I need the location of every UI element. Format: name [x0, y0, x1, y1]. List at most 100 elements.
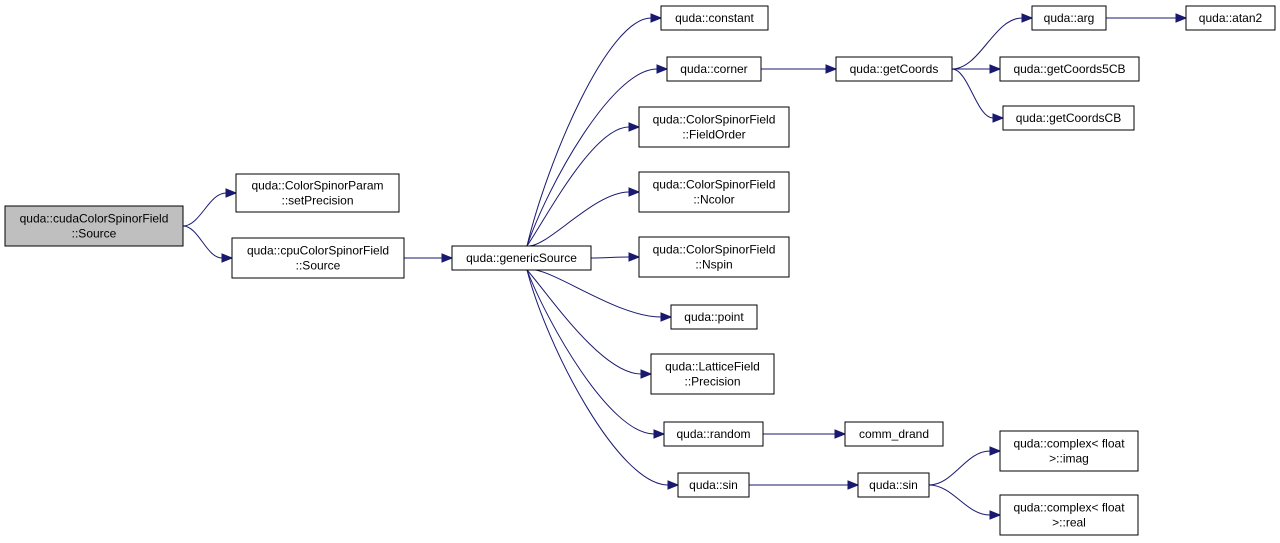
node-label: quda::cpuColorSpinorField: [247, 244, 389, 258]
node-box: [1031, 5, 1107, 31]
node-label: quda::point: [684, 310, 744, 324]
edge-line: [526, 68, 658, 247]
arrowhead: [825, 64, 838, 74]
edge-line: [182, 225, 223, 259]
node-box: [451, 245, 592, 271]
node-label: quda::getCoordsCB: [1016, 111, 1121, 125]
node-genericSource[interactable]: quda::genericSource: [451, 245, 592, 271]
arrowhead: [989, 510, 1002, 520]
arrowhead: [667, 480, 680, 490]
edge-root-to-setPrecision: [182, 188, 238, 227]
node-label: quda::complex< float: [1013, 437, 1125, 451]
edge-genericSource-to-nspin: [590, 252, 641, 262]
node-box: [4, 205, 184, 247]
edge-genericSource-to-corner: [526, 64, 669, 247]
node-nspin[interactable]: quda::ColorSpinorField::Nspin: [638, 236, 790, 278]
edge-line: [590, 256, 630, 259]
node-box: [660, 5, 769, 31]
node-arg[interactable]: quda::arg: [1031, 5, 1107, 31]
node-label: quda::atan2: [1199, 11, 1263, 25]
arrowhead: [847, 480, 860, 490]
edge-line: [182, 192, 227, 227]
node-constant[interactable]: quda::constant: [660, 5, 769, 31]
edge-genericSource-to-random: [526, 269, 666, 439]
node-box: [1002, 105, 1135, 131]
node-random[interactable]: quda::random: [663, 421, 764, 447]
node-cpuSource[interactable]: quda::cpuColorSpinorField::Source: [231, 237, 405, 279]
node-label: quda::ColorSpinorParam: [251, 179, 383, 193]
node-label: quda::ColorSpinorField: [653, 243, 776, 257]
edge-line: [928, 450, 991, 486]
edge-getCoords-to-getCoords5CB: [952, 64, 1002, 74]
node-label: quda::corner: [680, 62, 747, 76]
node-label: quda::sin: [689, 478, 738, 492]
edge-sin2-to-real: [928, 484, 1002, 520]
node-atan2[interactable]: quda::atan2: [1185, 5, 1276, 31]
node-label: quda::ColorSpinorField: [653, 178, 776, 192]
edge-corner-to-getCoords: [761, 64, 838, 74]
node-sin2[interactable]: quda::sin: [857, 472, 930, 498]
node-box: [999, 56, 1140, 82]
edge-genericSource-to-precision: [526, 269, 653, 379]
node-label: ::Source: [296, 259, 341, 273]
node-label: ::Source: [72, 227, 117, 241]
arrowhead: [640, 369, 653, 379]
node-box: [999, 494, 1139, 536]
node-sin1[interactable]: quda::sin: [677, 472, 750, 498]
arrowhead: [992, 113, 1005, 123]
node-label: quda::cudaColorSpinorField: [20, 212, 169, 226]
node-label: quda::random: [676, 427, 750, 441]
node-label: quda::getCoords5CB: [1013, 62, 1125, 76]
edge-line: [526, 269, 669, 486]
node-label: ::setPrecision: [281, 194, 353, 208]
arrowhead: [650, 13, 663, 23]
node-layer: quda::cudaColorSpinorField::Sourcequda::…: [4, 5, 1276, 536]
edge-line: [526, 191, 630, 247]
node-precision[interactable]: quda::LatticeField::Precision: [650, 353, 775, 395]
edge-genericSource-to-sin1: [526, 269, 680, 490]
arrowhead: [628, 252, 641, 262]
edge-genericSource-to-fieldOrder: [526, 122, 641, 247]
arrowhead: [221, 253, 234, 263]
edge-root-to-cpuSource: [182, 225, 234, 263]
node-corner[interactable]: quda::corner: [666, 56, 762, 82]
node-getCoordsCB[interactable]: quda::getCoordsCB: [1002, 105, 1135, 131]
arrowhead: [653, 429, 666, 439]
edge-genericSource-to-constant: [526, 13, 663, 247]
node-root[interactable]: quda::cudaColorSpinorField::Source: [4, 205, 184, 247]
arrowhead: [441, 253, 454, 263]
node-point[interactable]: quda::point: [670, 304, 758, 330]
node-ncolor[interactable]: quda::ColorSpinorField::Ncolor: [638, 171, 790, 213]
edge-line: [526, 17, 652, 247]
node-box: [670, 304, 758, 330]
edge-line: [526, 269, 642, 375]
edge-random-to-commDrand: [763, 429, 847, 439]
node-label: ::Nspin: [695, 258, 732, 272]
node-fieldOrder[interactable]: quda::ColorSpinorField::FieldOrder: [638, 106, 790, 148]
node-box: [835, 56, 953, 82]
edge-arg-to-atan2: [1106, 13, 1188, 23]
node-real[interactable]: quda::complex< float>::real: [999, 494, 1139, 536]
node-setPrecision[interactable]: quda::ColorSpinorParam::setPrecision: [235, 173, 400, 213]
node-imag[interactable]: quda::complex< float>::imag: [999, 430, 1139, 472]
node-commDrand[interactable]: comm_drand: [844, 421, 944, 447]
node-box: [638, 171, 790, 213]
edge-getCoords-to-getCoordsCB: [951, 68, 1005, 123]
node-box: [650, 353, 775, 395]
edge-layer: [182, 13, 1188, 520]
edge-line: [951, 68, 994, 119]
edge-line: [526, 269, 655, 435]
node-label: quda::constant: [675, 11, 754, 25]
arrowhead: [989, 64, 1002, 74]
node-box: [663, 421, 764, 447]
node-label: quda::complex< float: [1013, 501, 1125, 515]
edge-sin2-to-imag: [928, 446, 1002, 486]
node-label: ::Precision: [684, 375, 740, 389]
node-box: [638, 236, 790, 278]
node-getCoords5CB[interactable]: quda::getCoords5CB: [999, 56, 1140, 82]
node-getCoords[interactable]: quda::getCoords: [835, 56, 953, 82]
node-box: [235, 173, 400, 213]
node-label: quda::ColorSpinorField: [653, 113, 776, 127]
node-label: quda::getCoords: [850, 62, 939, 76]
